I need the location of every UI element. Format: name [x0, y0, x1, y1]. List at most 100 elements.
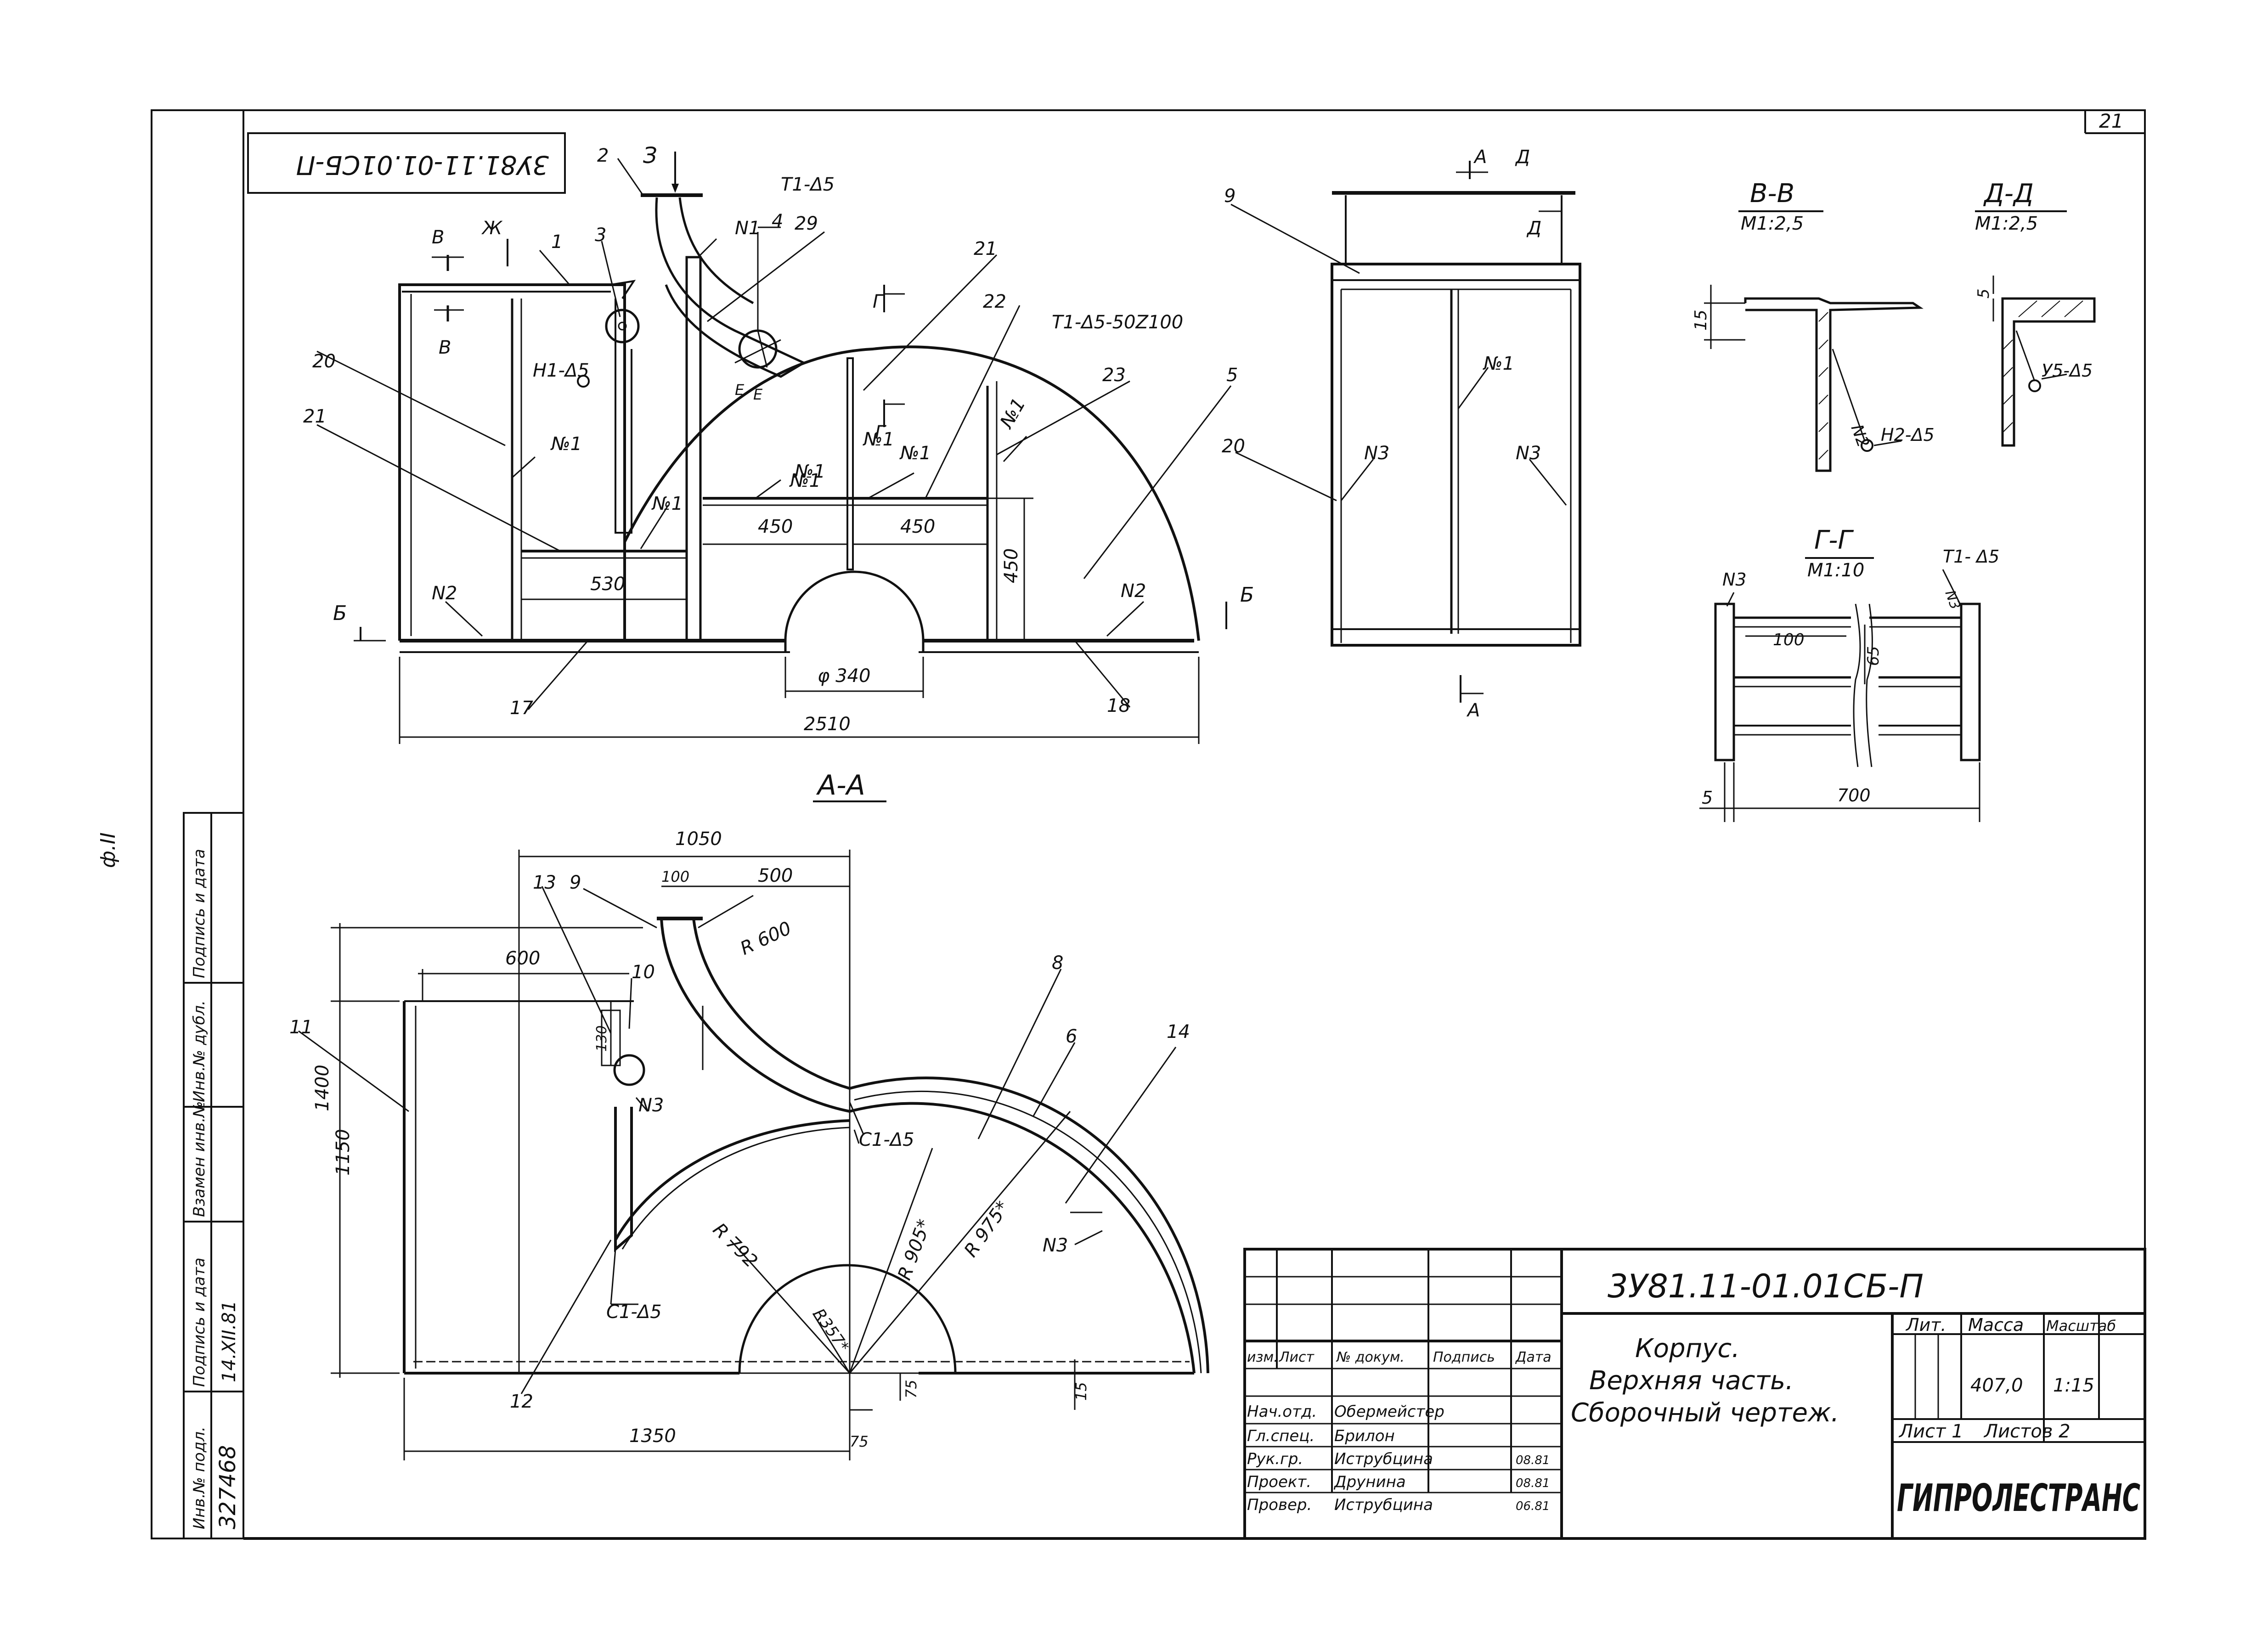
section-dd-title: Д-Д [1983, 179, 2034, 208]
plan-part-8: 8 [1052, 952, 1063, 974]
weld-no1-d: №1 [899, 443, 931, 464]
section-title-aa: А-А [816, 769, 865, 801]
tb-sheet: Лист 1 [1898, 1421, 1963, 1442]
plan-view [298, 850, 1209, 1460]
dim-phi340: φ 340 [818, 665, 870, 687]
plan-part-9: 9 [570, 872, 581, 893]
plan-dim-600: 600 [505, 948, 540, 969]
tb-title-line-2: Верхняя часть. [1589, 1366, 1794, 1396]
section-mark-d-top: Д [1515, 146, 1530, 168]
tb-title-line-1: Корпус. [1635, 1334, 1740, 1364]
section-mark-d-side: Д [1526, 218, 1541, 239]
plan-weld-n3-a: N3 [638, 1095, 664, 1116]
tb-scale-label: Масштаб [2046, 1317, 2116, 1335]
plan-part-13: 13 [533, 872, 556, 893]
section-gg-weld-n3-left: N3 [1722, 569, 1747, 590]
weld-no1-side: №1 [1483, 353, 1514, 374]
weld-n1: N1 [735, 218, 760, 239]
part-label-17: 17 [510, 698, 533, 719]
section-dd-scale: М1:2,5 [1975, 213, 2038, 234]
dim-450-a: 450 [758, 516, 793, 537]
tb-organization: ГИПРОЛЕСТРАНС [1897, 1476, 2140, 1520]
plan-dim-75-a: 75 [850, 1433, 869, 1450]
left-stamp-date: 14.XII.81 [219, 1301, 240, 1382]
part-label-20-side: 20 [1222, 436, 1245, 457]
dim-2510: 2510 [804, 714, 851, 735]
left-stamp-inv-podl: Инв.№ подл. [190, 1426, 209, 1529]
plan-part-14: 14 [1167, 1021, 1190, 1042]
section-gg-dim-700: 700 [1837, 785, 1871, 806]
top-assembly-view [316, 152, 1232, 744]
tb-title-line-3: Сборочный чертеж. [1571, 1398, 1839, 1428]
tb-mass-label: Масса [1968, 1315, 2024, 1335]
format-label: ф.II [96, 832, 120, 868]
plan-dim-75-b: 75 [903, 1380, 920, 1398]
rotated-designation: 3У81.11-01.01СБ-П [296, 150, 549, 180]
part-label-29: 29 [795, 213, 818, 234]
section-bb-weld: Н2-Δ5 [1881, 425, 1935, 445]
sheet-number: 21 [2099, 110, 2123, 132]
tb-name-5: Иструбцина [1334, 1496, 1433, 1514]
weld-n2-right: N2 [1121, 580, 1146, 602]
weld-no1-f: №1 [863, 429, 894, 450]
plan-dim-1050: 1050 [675, 828, 722, 850]
dim-450-b: 450 [900, 516, 935, 537]
section-mark-b-right: Б [1240, 583, 1254, 607]
weld-no1-e: №1 [996, 394, 1030, 433]
side-view-labels: 9 20 №1 N3 N3 А Д Д А [1222, 146, 1541, 721]
weld-no1-c: №1 [794, 461, 825, 482]
tb-date-5: 06.81 [1516, 1499, 1550, 1513]
plan-dim-500: 500 [758, 865, 793, 886]
tb-header-date: Дата [1515, 1349, 1551, 1365]
section-mark-v-bot: В [439, 337, 451, 358]
section-dd [1975, 210, 2096, 447]
section-gg-dim-5: 5 [1702, 788, 1713, 808]
section-bb-mark: N2 [1847, 422, 1873, 450]
weld-n3-side-right: N3 [1516, 443, 1541, 464]
plan-radius-357: R357* [810, 1305, 852, 1355]
tb-name-1: Обермейстер [1334, 1403, 1444, 1421]
plan-dim-100: 100 [661, 868, 689, 885]
plan-radius-975: R 975* [960, 1197, 1014, 1261]
tb-role-1: Нач.отд. [1247, 1403, 1317, 1421]
section-gg-title: Г-Г [1814, 525, 1854, 555]
weld-label-n1: Н1-Δ5 [533, 360, 589, 381]
section-bb-labels: В-В М1:2,5 15 Н2-Δ5 N2 [1692, 179, 1935, 450]
tb-header-list: Лист [1279, 1349, 1315, 1365]
plan-radius-600: R 600 [737, 918, 795, 959]
part-label-1: 1 [551, 231, 563, 253]
section-gg-dim-65: 65 [1864, 646, 1883, 666]
part-label-23: 23 [1102, 365, 1126, 386]
tb-scale: 1:15 [2053, 1375, 2094, 1396]
plan-dim-15: 15 [1072, 1382, 1090, 1401]
section-dd-weld: У5-Δ5 [2042, 361, 2093, 381]
tb-header-doc: № докум. [1336, 1349, 1405, 1365]
weld-no1-b: №1 [651, 493, 683, 514]
tb-header-izm: изм. [1247, 1349, 1278, 1365]
top-assembly-labels: 1 2 3 4 5 17 18 20 21 21 22 23 29 Т1-Δ5 … [303, 143, 1254, 801]
left-stamp-sign-date-2: Подпись и дата [190, 849, 209, 978]
section-gg-scale: М1:10 [1807, 560, 1864, 581]
section-mark-e2: Е [753, 386, 763, 403]
left-stamp-labels: Инв.№ подл. Подпись и дата Взамен инв.№ … [190, 849, 241, 1529]
tb-name-2: Брилон [1334, 1427, 1395, 1445]
tb-name-4: Друнина [1333, 1473, 1406, 1491]
left-stamp-sign-date-1: Подпись и дата [190, 1257, 209, 1387]
part-label-18: 18 [1107, 695, 1130, 716]
tb-date-4: 08.81 [1516, 1476, 1550, 1490]
weld-no1-g: №1 [789, 470, 821, 491]
part-label-9-side: 9 [1224, 186, 1236, 207]
part-label-20: 20 [312, 351, 336, 372]
section-mark-z: З [643, 143, 657, 169]
tb-name-3: Иструбцина [1334, 1450, 1433, 1468]
section-mark-g-bot: Г [875, 422, 886, 443]
weld-label-t1-50: Т1-Δ5-50Z100 [1052, 312, 1183, 333]
plan-part-11: 11 [289, 1017, 313, 1038]
weld-n3-side-left: N3 [1364, 443, 1389, 464]
section-bb [1704, 210, 1924, 472]
left-stamp-column [183, 812, 244, 1539]
section-mark-a-bot: А [1466, 700, 1480, 721]
section-dd-dim: 5 [1975, 288, 1993, 299]
weld-n2-left: N2 [432, 583, 457, 604]
